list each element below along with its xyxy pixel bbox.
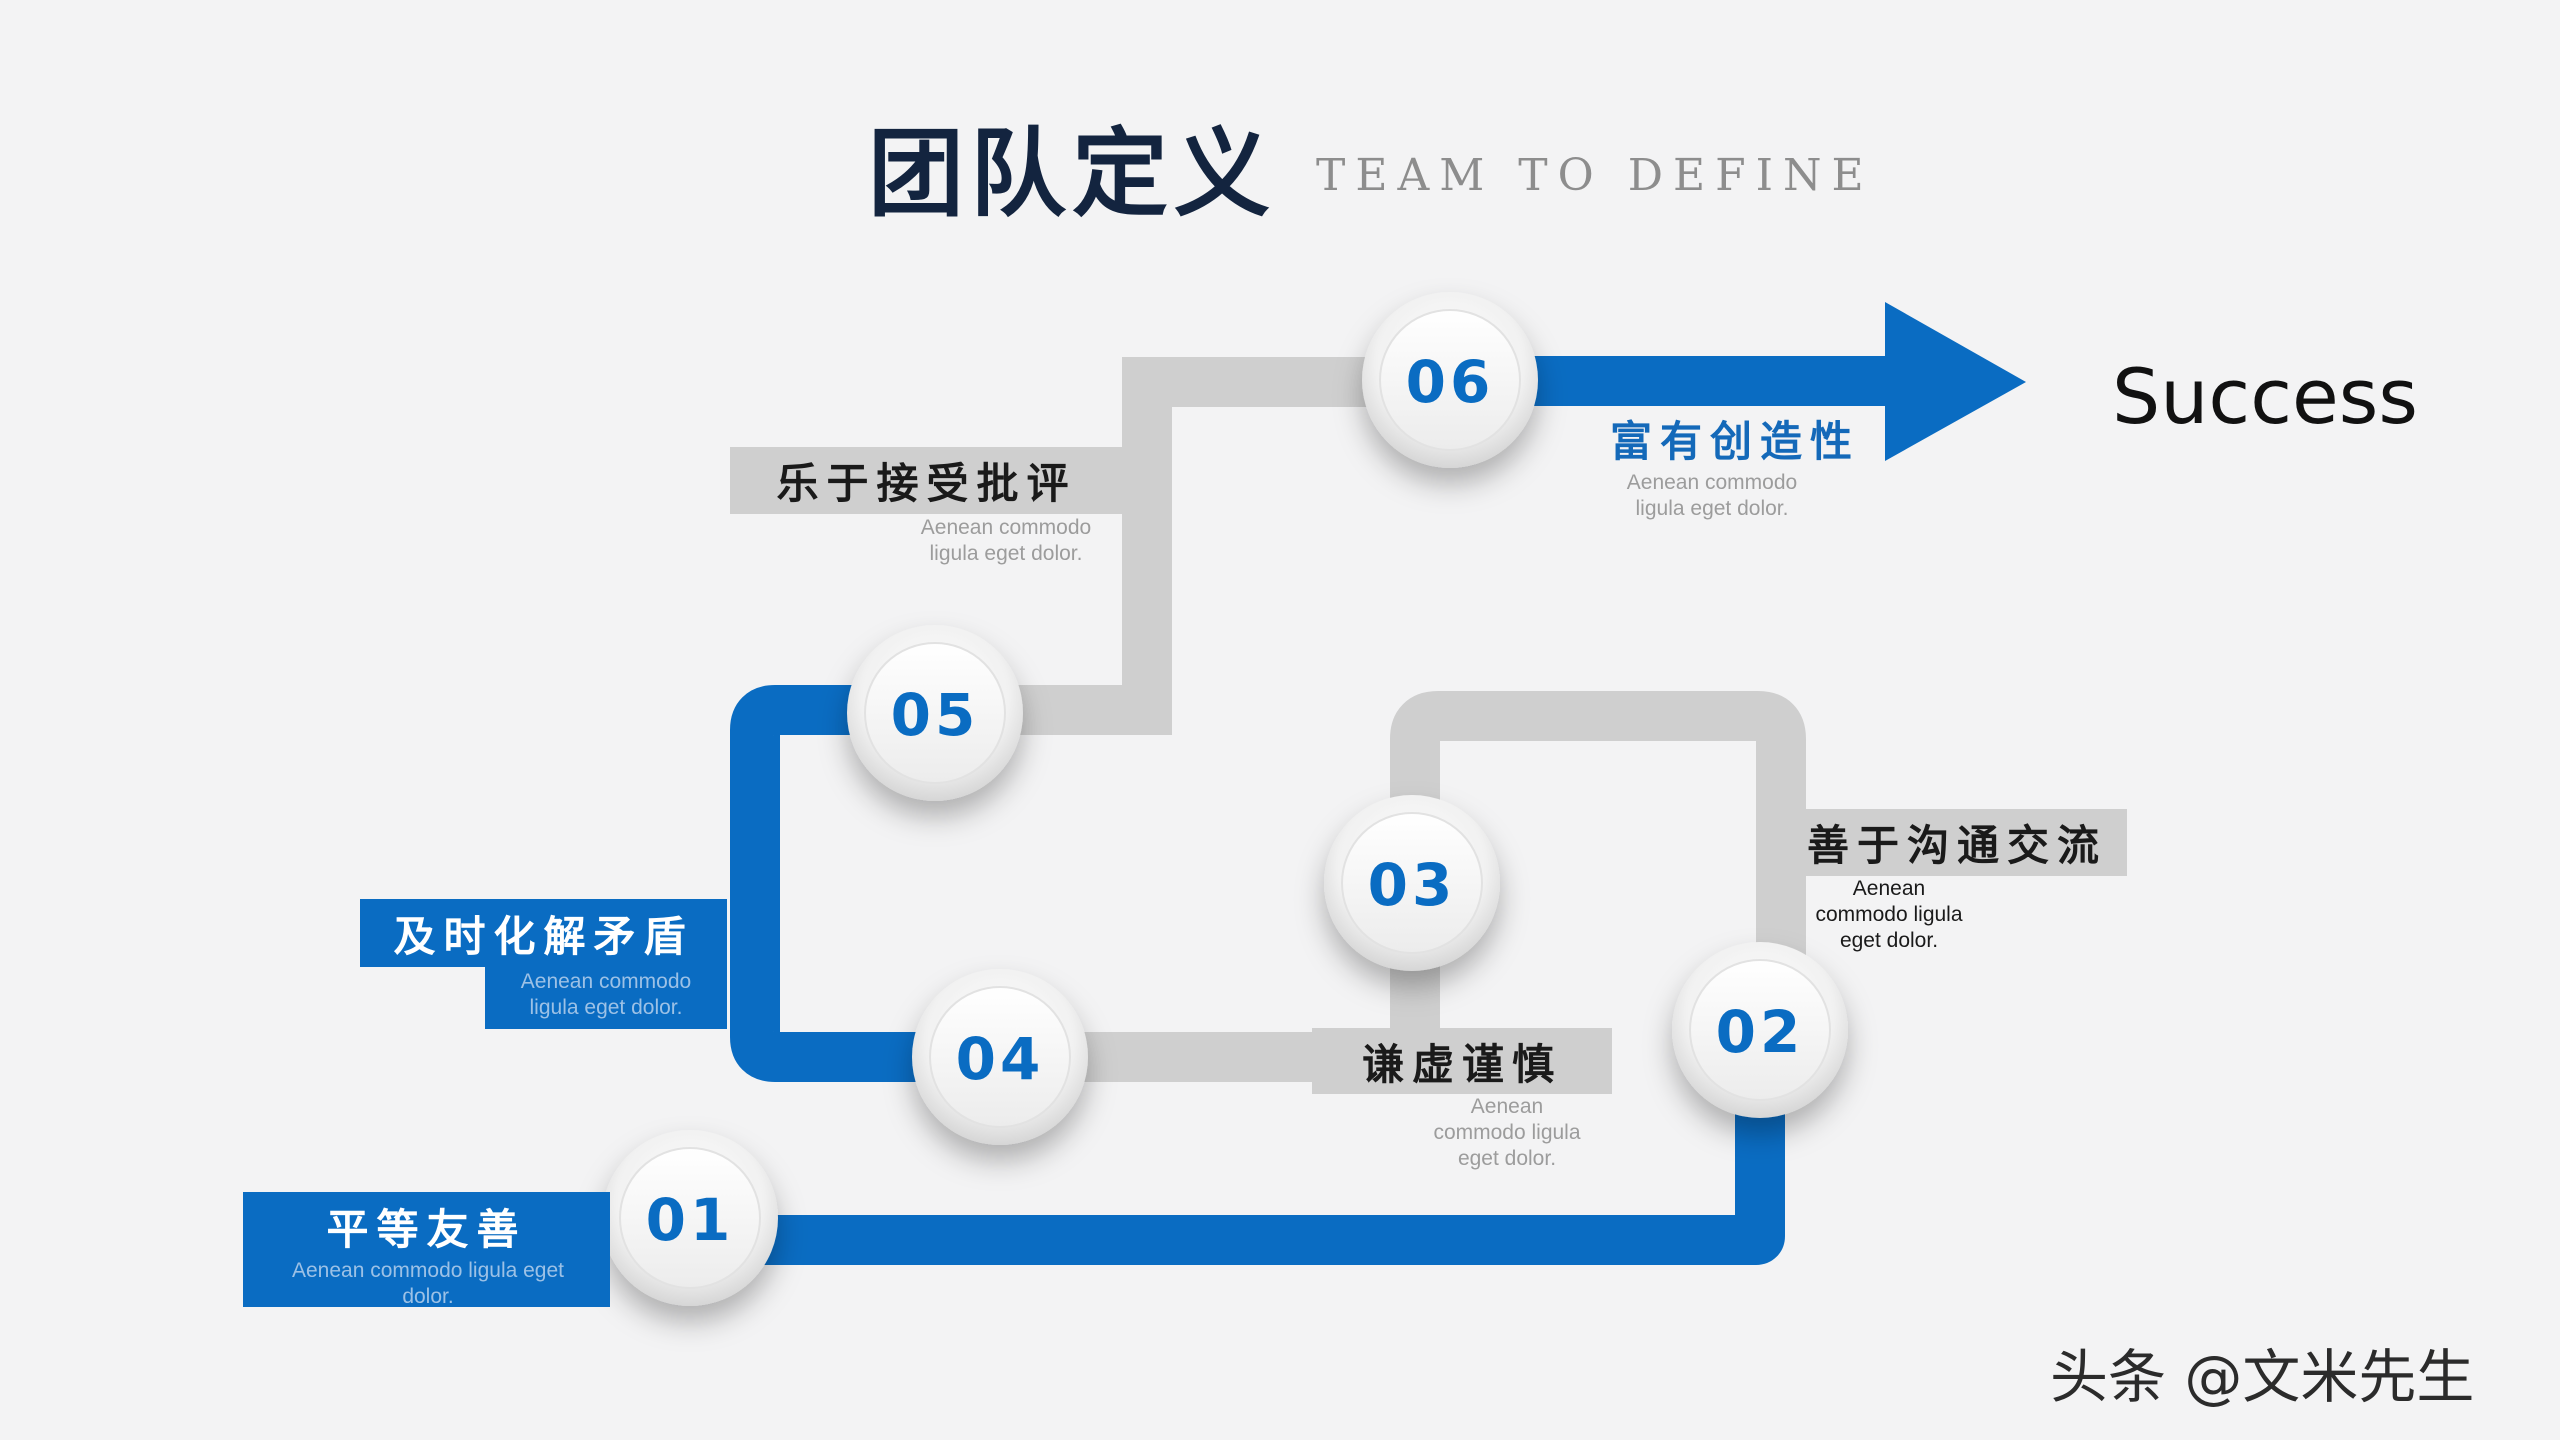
step-05-number: 05 <box>891 681 980 749</box>
goal-label: Success <box>2112 352 2418 441</box>
step-01-circle <box>602 1130 778 1306</box>
step-02-desc: Aenean commodo ligula eget dolor. <box>1799 876 1979 954</box>
step-01-panel <box>243 1192 610 1307</box>
step-04-desc-line: ligula eget dolor. <box>529 996 683 1019</box>
step-02-desc-line: eget dolor. <box>1839 929 1939 952</box>
step-01-number: 01 <box>646 1186 735 1254</box>
step-02-title: 善于沟通交流 <box>1787 809 2127 876</box>
step-05-title: 乐于接受批评 <box>730 447 1123 514</box>
step-05-desc-line: ligula eget dolor. <box>929 542 1083 565</box>
watermark: 头条 @文米先生 <box>2050 1343 2475 1411</box>
step-06-desc-line: Aenean commodo <box>1626 471 1798 494</box>
path-03-to-02 <box>1390 691 1806 1030</box>
step-03-circle <box>1324 795 1500 971</box>
step-04-number: 04 <box>956 1025 1045 1093</box>
step-01-title: 平等友善 <box>326 1204 527 1254</box>
step-06-title: 富有创造性 <box>1610 416 1861 466</box>
path-04-to-05 <box>730 685 990 1082</box>
step-04-desc-panel <box>485 967 727 1029</box>
step-02-circle <box>1672 942 1848 1118</box>
step-03-desc-line: commodo ligula <box>1433 1121 1581 1144</box>
step-03-desc: Aenean commodo ligula eget dolor. <box>1412 1094 1602 1172</box>
step-03-desc-line: eget dolor. <box>1457 1147 1557 1170</box>
step-06-desc-line: ligula eget dolor. <box>1635 497 1789 520</box>
step-02-desc-line: commodo ligula <box>1815 903 1963 926</box>
page-subtitle: TEAM TO DEFINE <box>1316 150 1874 201</box>
success-arrow-head <box>1885 302 2026 461</box>
step-02-number: 02 <box>1716 998 1805 1066</box>
step-04-circle <box>912 969 1088 1145</box>
step-04-desc: Aenean commodo ligula eget dolor. <box>485 969 727 1021</box>
success-arrow-shaft <box>1530 356 1900 406</box>
step-06-circle <box>1362 292 1538 468</box>
step-03-desc-line: Aenean <box>1470 1095 1544 1118</box>
step-03-number: 03 <box>1368 851 1457 919</box>
step-06-desc: Aenean commodo ligula eget dolor. <box>1612 470 1812 522</box>
step-04-desc-line: Aenean commodo <box>520 970 692 993</box>
step-05-desc-line: Aenean commodo <box>920 516 1092 539</box>
step-02-desc-line: Aenean <box>1852 877 1926 900</box>
path-05-to-06 <box>935 357 1450 735</box>
step-03-title: 谦虚谨慎 <box>1312 1028 1612 1094</box>
step-01-desc: Aenean commodo ligula eget dolor. <box>291 1259 564 1308</box>
step-05-desc: Aenean commodo ligula eget dolor. <box>906 515 1106 567</box>
step-05-circle <box>847 625 1023 801</box>
step-06-number: 06 <box>1406 348 1495 416</box>
page-title: 团队定义 <box>868 118 1276 230</box>
path-01-to-02 <box>735 1030 1785 1265</box>
step-04-title: 及时化解矛盾 <box>360 899 727 967</box>
